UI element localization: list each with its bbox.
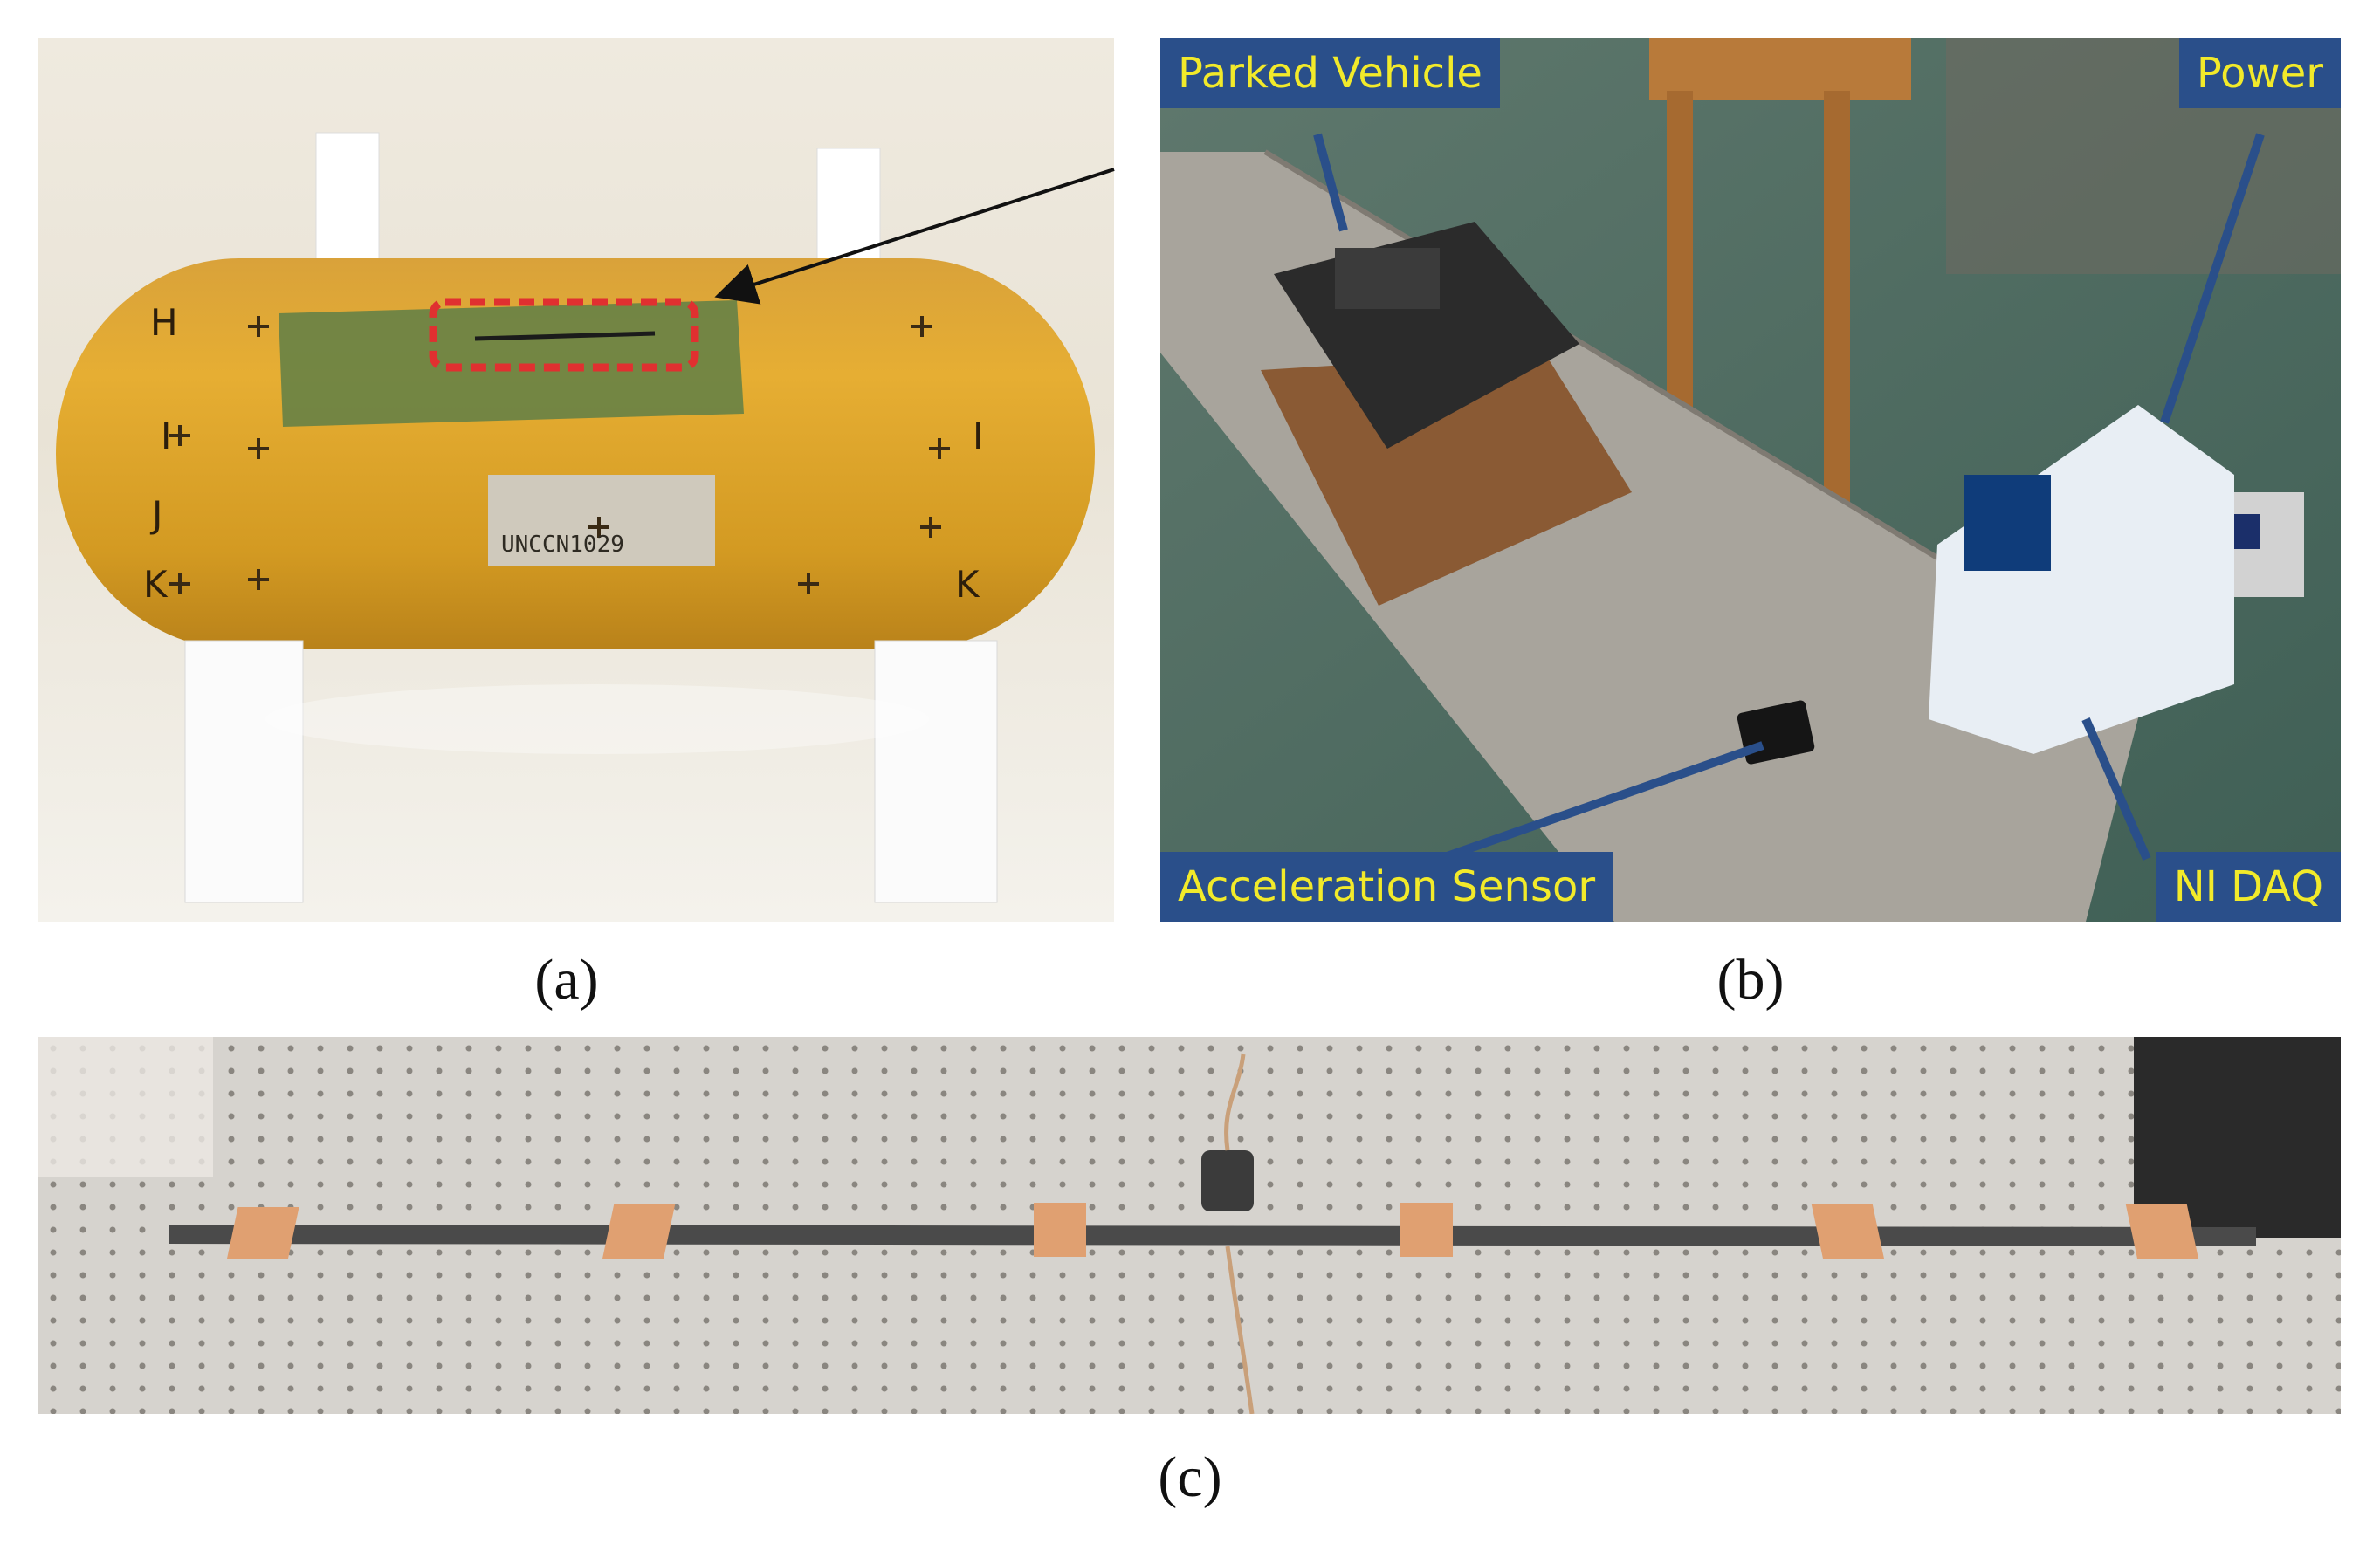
lab-setup-photo bbox=[1160, 38, 2341, 922]
marking-crosses bbox=[169, 316, 950, 594]
sticker-text: UNCCN1029 bbox=[501, 532, 624, 558]
foam-support-front-left bbox=[184, 640, 304, 903]
tank-mark-h: H bbox=[150, 301, 178, 344]
caption-c: (c) bbox=[1158, 1445, 1222, 1509]
accelerometer bbox=[1201, 1150, 1254, 1211]
tank-green-patch bbox=[279, 300, 744, 427]
callout-ni-daq: NI DAQ bbox=[2156, 852, 2341, 922]
callout-acceleration-sensor: Acceleration Sensor bbox=[1160, 852, 1613, 922]
tank-mark-i: I bbox=[161, 415, 171, 457]
steel-rail bbox=[169, 1225, 2256, 1246]
panel-c-rail-photo bbox=[38, 1037, 2341, 1414]
wooden-table bbox=[1649, 38, 1911, 100]
tank-mark-j: J bbox=[149, 493, 162, 536]
panel-b-lab-setup-photo: Parked Vehicle Power Acceleration Sensor… bbox=[1160, 38, 2341, 922]
callout-power: Power bbox=[2178, 38, 2341, 108]
foam-support-front-right bbox=[874, 640, 998, 903]
tank-mark-k: K bbox=[143, 563, 169, 606]
caption-a: (a) bbox=[534, 948, 599, 1012]
ni-daq bbox=[1929, 405, 2234, 754]
tank-mark-i-right: I bbox=[973, 415, 983, 457]
callout-parked-vehicle: Parked Vehicle bbox=[1160, 38, 1500, 108]
tank-photo: H I J K I K UNCCN1029 bbox=[38, 38, 1114, 922]
tank-sticker bbox=[488, 475, 715, 566]
highlight-box bbox=[429, 298, 699, 372]
crack-line bbox=[474, 331, 656, 341]
rail-clamps bbox=[226, 1203, 2198, 1259]
panel-a-tank-photo: H I J K I K UNCCN1029 bbox=[38, 38, 1114, 922]
parked-vehicle-box bbox=[1261, 353, 1632, 606]
rail-photo bbox=[38, 1037, 2341, 1414]
tank-mark-k-right: K bbox=[955, 563, 980, 606]
caption-b: (b) bbox=[1716, 948, 1785, 1012]
